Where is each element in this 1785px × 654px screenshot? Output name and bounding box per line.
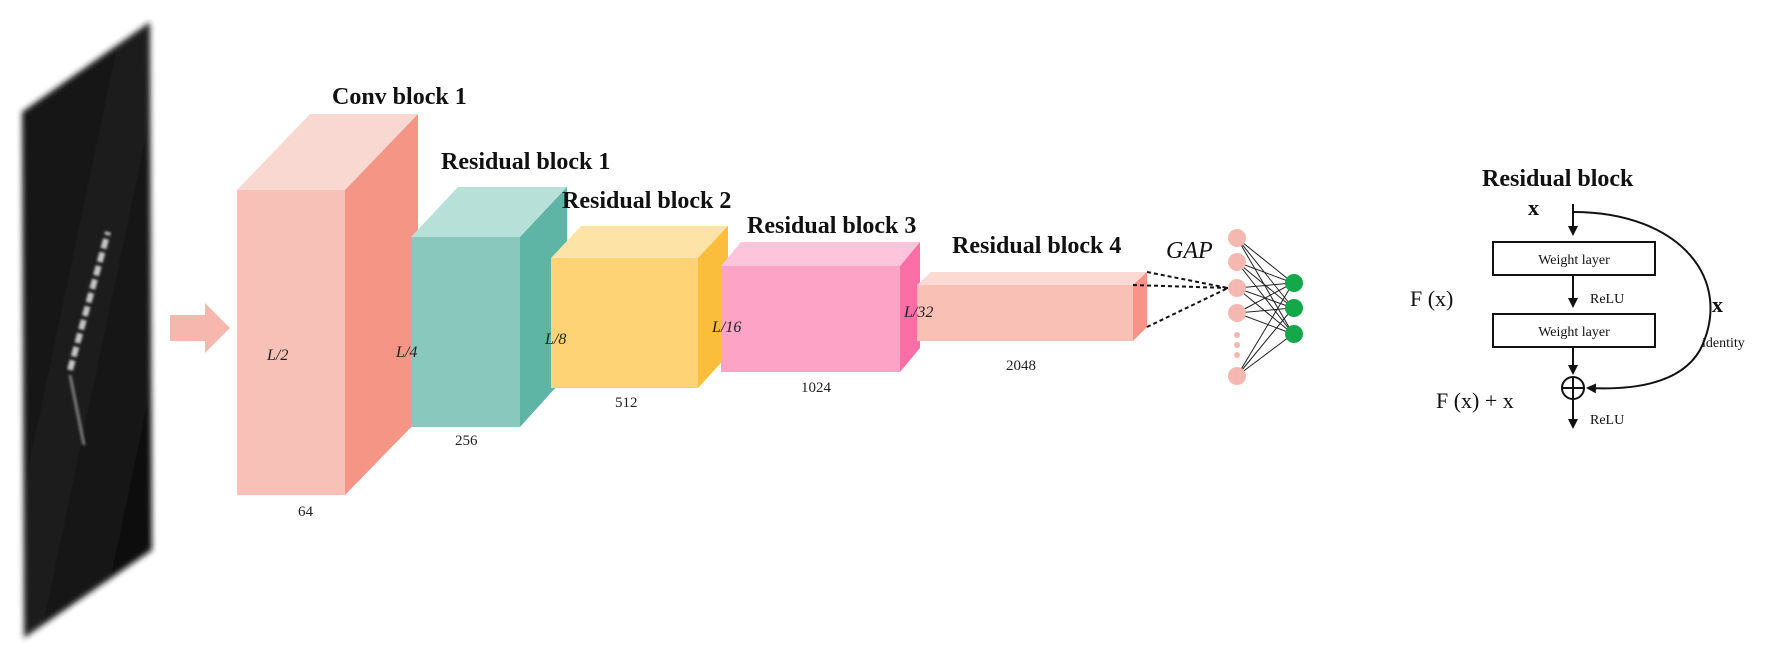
gap-label: GAP bbox=[1166, 238, 1213, 264]
input-x-label: x bbox=[1528, 195, 1539, 220]
skip-x-label: x bbox=[1712, 292, 1723, 317]
input-arrow bbox=[170, 303, 230, 353]
conv-block-1-side-label: L/2 bbox=[266, 347, 288, 364]
residual-block-2-side bbox=[698, 226, 728, 388]
conv-block-1-front bbox=[237, 190, 345, 495]
conv-block-1-top bbox=[237, 114, 418, 190]
gap-ellipsis-dot bbox=[1234, 342, 1240, 348]
residual-block-3-side-label: L/16 bbox=[711, 319, 741, 336]
fc-connections bbox=[1236, 237, 1294, 377]
residual-block-1-top bbox=[411, 187, 567, 237]
sum-label: F (x) + x bbox=[1436, 388, 1514, 413]
weight-layer-1-label: Weight layer bbox=[1538, 253, 1610, 268]
conv-block-1: Conv block 1 L/2 64 bbox=[237, 84, 467, 520]
output-node bbox=[1285, 299, 1303, 317]
identity-skip-connection bbox=[1572, 211, 1712, 394]
residual-block-3-depth-label: 1024 bbox=[801, 380, 832, 396]
conv-block-1-depth-label: 64 bbox=[298, 504, 314, 520]
residual-block-1-title: Residual block 1 bbox=[441, 149, 610, 175]
gap-ellipsis-dot bbox=[1234, 332, 1240, 338]
identity-label: identity bbox=[1702, 336, 1745, 351]
weight-layer-2-label: Weight layer bbox=[1538, 325, 1610, 340]
residual-block-3-side bbox=[900, 242, 920, 372]
residual-block-2-front bbox=[551, 258, 698, 388]
residual-block-3-front bbox=[721, 266, 900, 372]
residual-block-4-top bbox=[917, 272, 1147, 285]
residual-block-1-side-label: L/4 bbox=[395, 344, 417, 361]
weight-layer-1 bbox=[1492, 241, 1656, 276]
relu-output-label: ReLU bbox=[1590, 413, 1624, 428]
residual-block-4-side bbox=[1133, 272, 1147, 341]
gap-node bbox=[1228, 229, 1246, 247]
residual-block-2-side-label: L/8 bbox=[544, 331, 566, 348]
residual-block-4-depth-label: 2048 bbox=[1006, 358, 1036, 374]
residual-block-1-depth-label: 256 bbox=[455, 433, 478, 449]
fx-label: F (x) bbox=[1410, 286, 1453, 311]
conv-block-1-side bbox=[345, 114, 418, 495]
output-nodes bbox=[1285, 274, 1303, 343]
gap-node bbox=[1228, 304, 1246, 322]
residual-block-1-front bbox=[411, 237, 520, 427]
residual-block-3-title: Residual block 3 bbox=[747, 213, 916, 239]
residual-block-2: Residual block 2 L/8 512 bbox=[544, 188, 731, 411]
relu-label: ReLU bbox=[1590, 292, 1624, 307]
residual-block-3: Residual block 3 L/16 1024 bbox=[711, 213, 920, 396]
gap-node bbox=[1228, 279, 1246, 297]
residual-block-3-top bbox=[721, 242, 920, 266]
residual-block-4: Residual block 4 L/32 2048 bbox=[903, 233, 1147, 374]
weight-layer-2 bbox=[1492, 313, 1656, 348]
gap-node bbox=[1228, 367, 1246, 385]
gap-ellipsis-dot bbox=[1234, 352, 1240, 358]
residual-block-2-depth-label: 512 bbox=[615, 395, 638, 411]
residual-block-2-title: Residual block 2 bbox=[562, 188, 731, 214]
gap-projection bbox=[1132, 271, 1229, 328]
output-node bbox=[1285, 325, 1303, 343]
output-node bbox=[1285, 274, 1303, 292]
residual-schematic-title: Residual block bbox=[1482, 166, 1634, 192]
gap-nodes bbox=[1228, 229, 1246, 385]
input-image bbox=[22, 22, 152, 638]
residual-block-2-top bbox=[551, 226, 728, 258]
residual-block-4-title: Residual block 4 bbox=[952, 233, 1121, 259]
gap-node bbox=[1228, 253, 1246, 271]
residual-block-4-front bbox=[917, 285, 1133, 341]
residual-block-schematic: Residual block x Weight layer ReLU Weigh… bbox=[1410, 166, 1745, 429]
residual-block-4-side-label: L/32 bbox=[903, 304, 933, 321]
conv-block-1-title: Conv block 1 bbox=[332, 84, 467, 110]
